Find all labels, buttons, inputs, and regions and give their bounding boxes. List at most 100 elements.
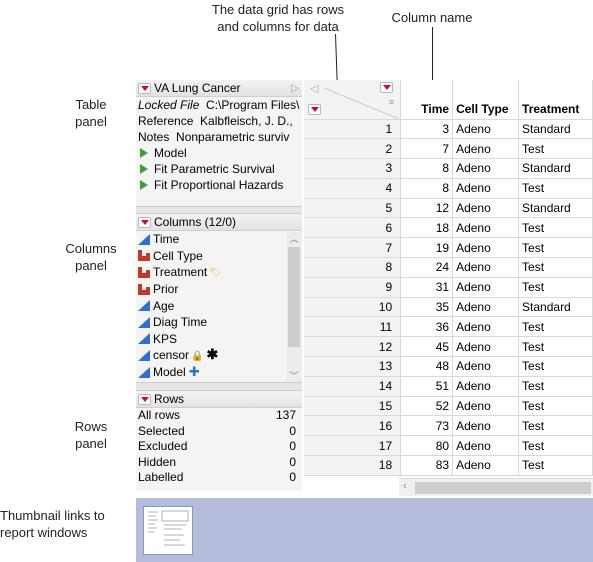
- cell-treatment[interactable]: Test: [518, 435, 593, 457]
- row-number[interactable]: 15: [304, 396, 402, 417]
- row-number[interactable]: 14: [304, 376, 402, 397]
- column-item[interactable]: Model✚: [136, 364, 302, 381]
- cell-treatment[interactable]: Standard: [518, 119, 593, 140]
- cell-treatment[interactable]: Test: [518, 356, 593, 377]
- row-number[interactable]: 10: [304, 297, 402, 318]
- cell-time[interactable]: 24: [400, 257, 454, 278]
- cell-cell-type[interactable]: Adeno: [452, 158, 520, 179]
- collapse-arrow-icon[interactable]: ▷: [291, 82, 299, 94]
- cell-treatment[interactable]: Test: [518, 455, 593, 476]
- cell-cell-type[interactable]: Adeno: [452, 435, 520, 457]
- columns-menu-button[interactable]: [138, 216, 151, 228]
- row-number[interactable]: 17: [304, 435, 402, 457]
- column-item[interactable]: Age: [136, 297, 302, 314]
- row-number[interactable]: 13: [304, 356, 402, 377]
- column-item[interactable]: Diag Time: [136, 314, 302, 331]
- cell-time[interactable]: 80: [400, 435, 454, 457]
- row-number[interactable]: 18: [304, 455, 402, 476]
- scroll-up-icon[interactable]: ︿: [289, 234, 299, 244]
- script-fit-proportional-hazards[interactable]: Fit Proportional Hazards: [136, 177, 302, 193]
- rows-corner-menu-button[interactable]: [308, 104, 321, 115]
- cell-time[interactable]: 18: [400, 217, 454, 239]
- cell-treatment[interactable]: Test: [518, 178, 593, 199]
- cell-time[interactable]: 83: [400, 455, 454, 476]
- column-item[interactable]: Prior: [136, 281, 302, 298]
- row-number[interactable]: 2: [304, 138, 402, 160]
- cell-treatment[interactable]: Test: [518, 415, 593, 437]
- cell-treatment[interactable]: Test: [518, 257, 593, 278]
- cell-time[interactable]: 8: [400, 158, 454, 179]
- cell-time[interactable]: 7: [400, 138, 454, 160]
- cell-treatment[interactable]: Test: [518, 376, 593, 397]
- report-thumbnail[interactable]: [143, 506, 193, 555]
- cell-treatment[interactable]: Test: [518, 316, 593, 338]
- cell-treatment[interactable]: Test: [518, 336, 593, 358]
- cell-cell-type[interactable]: Adeno: [452, 297, 520, 318]
- table-panel-header[interactable]: VA Lung Cancer ▷: [136, 80, 302, 97]
- cell-cell-type[interactable]: Adeno: [452, 336, 520, 358]
- cell-cell-type[interactable]: Adeno: [452, 178, 520, 199]
- script-model[interactable]: Model: [136, 145, 302, 161]
- row-number[interactable]: 4: [304, 178, 402, 199]
- column-header-time[interactable]: Time: [400, 80, 454, 120]
- cell-time[interactable]: 36: [400, 316, 454, 338]
- cell-cell-type[interactable]: Adeno: [452, 415, 520, 437]
- collapse-left-icon[interactable]: ◁: [310, 83, 319, 95]
- cell-time[interactable]: 48: [400, 356, 454, 377]
- scroll-down-icon[interactable]: ﹀: [289, 371, 299, 381]
- cell-treatment[interactable]: Test: [518, 217, 593, 239]
- row-number[interactable]: 5: [304, 198, 402, 219]
- scrollbar-thumb[interactable]: [288, 247, 300, 347]
- column-item[interactable]: Cell Type: [136, 248, 302, 265]
- row-number[interactable]: 6: [304, 217, 402, 239]
- cell-cell-type[interactable]: Adeno: [452, 138, 520, 160]
- column-header-cell-type[interactable]: Cell Type: [452, 80, 520, 120]
- horizontal-scrollbar[interactable]: ‹: [399, 478, 593, 496]
- cell-cell-type[interactable]: Adeno: [452, 376, 520, 397]
- cell-time[interactable]: 8: [400, 178, 454, 199]
- cell-time[interactable]: 51: [400, 376, 454, 397]
- row-number[interactable]: 16: [304, 415, 402, 437]
- cell-time[interactable]: 45: [400, 336, 454, 358]
- cell-time[interactable]: 35: [400, 297, 454, 318]
- splitter[interactable]: [136, 206, 302, 214]
- cell-treatment[interactable]: Standard: [518, 198, 593, 219]
- cell-time[interactable]: 73: [400, 415, 454, 437]
- cell-cell-type[interactable]: Adeno: [452, 217, 520, 239]
- splitter[interactable]: [136, 382, 302, 391]
- cell-cell-type[interactable]: Adeno: [452, 356, 520, 377]
- row-number[interactable]: 12: [304, 336, 402, 358]
- row-number[interactable]: 3: [304, 158, 402, 179]
- column-item[interactable]: censor🔒✱: [136, 346, 302, 364]
- rows-menu-button[interactable]: [138, 393, 151, 405]
- cell-time[interactable]: 19: [400, 237, 454, 259]
- cell-time[interactable]: 3: [400, 119, 454, 140]
- cell-cell-type[interactable]: Adeno: [452, 455, 520, 476]
- column-header-treatment[interactable]: Treatment: [518, 80, 593, 120]
- columns-scrollbar[interactable]: ︿ ﹀: [286, 232, 302, 382]
- row-number[interactable]: 8: [304, 257, 402, 278]
- rows-panel-header[interactable]: Rows: [136, 391, 302, 408]
- cell-treatment[interactable]: Standard: [518, 158, 593, 179]
- cell-cell-type[interactable]: Adeno: [452, 198, 520, 219]
- row-number[interactable]: 11: [304, 316, 402, 338]
- scroll-left-icon[interactable]: ‹: [403, 480, 407, 492]
